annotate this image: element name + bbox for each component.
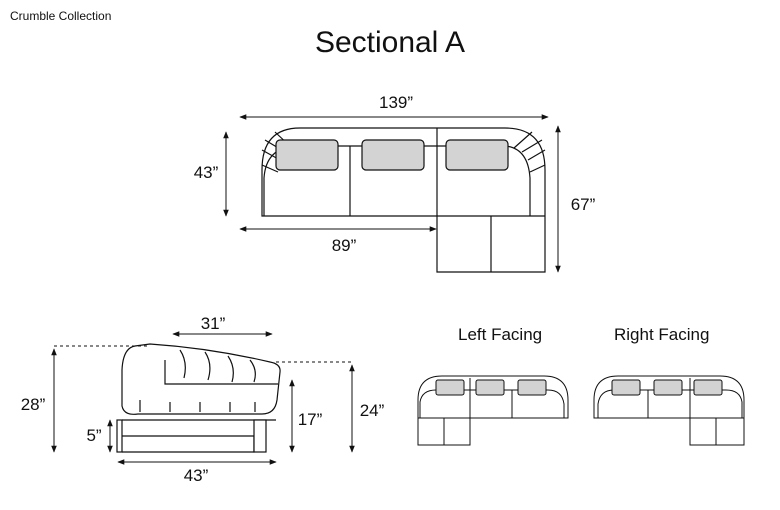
- side-dimensions: [51, 331, 355, 465]
- dim-seat-depth: 31”: [201, 314, 226, 333]
- side-body-outline: [121, 343, 281, 415]
- dim-arm-height: 24”: [360, 401, 385, 420]
- dim-overall-height: 28”: [21, 395, 46, 414]
- pillow-1: [275, 139, 339, 171]
- right-facing-label: Right Facing: [614, 325, 710, 344]
- left-facing-sectional: [417, 375, 569, 446]
- dim-seat-height: 17”: [298, 410, 323, 429]
- pillow-3: [445, 139, 509, 171]
- dim-leg-height: 5”: [86, 426, 101, 445]
- collection-name: Crumble Collection: [10, 9, 112, 23]
- dim-depth-left: 43”: [194, 163, 219, 182]
- side-view: [116, 343, 281, 453]
- front-leg: [253, 419, 267, 453]
- frame-bar: [122, 435, 255, 453]
- dim-width-total: 139”: [379, 93, 413, 112]
- dim-width-sofa: 89”: [332, 236, 357, 255]
- top-view: [261, 127, 546, 273]
- right-facing-sectional: [593, 375, 745, 446]
- pillow-2: [361, 139, 425, 171]
- back-leg: [116, 419, 123, 453]
- dim-overall-depth: 43”: [184, 466, 209, 485]
- left-facing-label: Left Facing: [458, 325, 543, 344]
- dim-depth-chaise: 67”: [571, 195, 596, 214]
- top-dimensions: [223, 114, 561, 273]
- page-title: Sectional A: [314, 26, 466, 59]
